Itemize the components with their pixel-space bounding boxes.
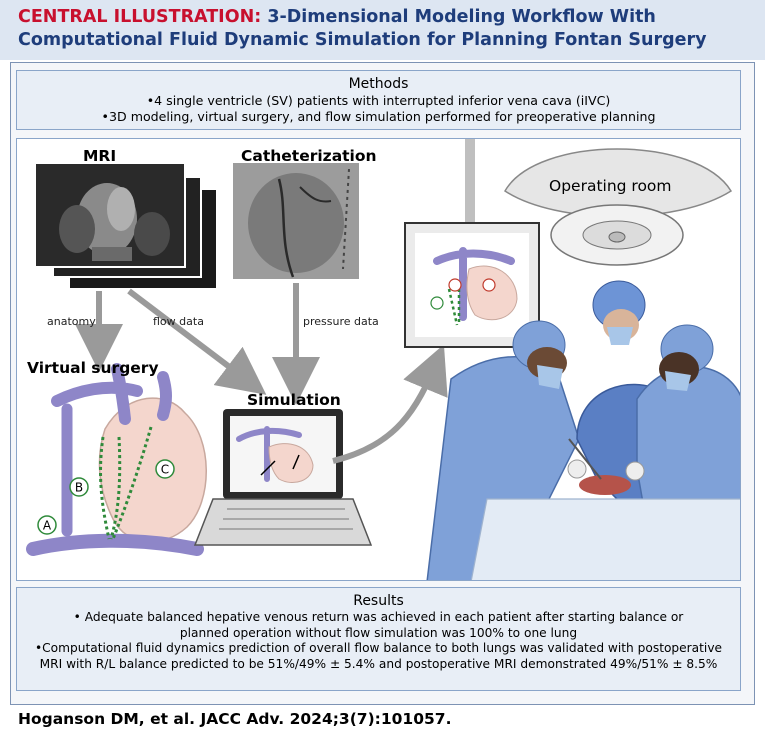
workflow-illustration: A B C [26,139,740,580]
results-line-4: MRI with R/L balance predicted to be 51%… [39,656,718,671]
simulation-label: Simulation [247,391,341,409]
arrow-flow-data [127,288,267,395]
workflow-panel: A B C [16,138,741,581]
marker-b-label: B [75,481,83,495]
methods-box: Methods •4 single ventricle (SV) patient… [16,70,741,130]
virtual-surgery-model [26,363,207,556]
arrow-to-or [332,344,448,464]
marker-b: B [69,477,89,497]
results-line-1: • Adequate balanced hepative venous retu… [73,610,684,624]
marker-c-label: C [161,463,169,477]
results-line-3: •Computational fluid dynamics prediction… [34,641,723,656]
virtual-surgery-label: Virtual surgery [27,359,159,377]
results-line-2: planned operation without flow simulatio… [179,625,578,640]
mri-image-stack [34,162,218,290]
header-line-1: CENTRAL ILLUSTRATION: 3-Dimensional Mode… [18,6,765,29]
catheterization-label: Catheterization [241,147,377,165]
operating-room-label: Operating room [549,177,672,195]
arrow-flow-data-label: flow data [153,315,204,328]
surgical-team [426,280,740,580]
arrow-pressure-data-label: pressure data [303,315,379,328]
methods-bullet-2: •3D modeling, virtual surgery, and flow … [101,109,656,124]
marker-c: C [155,459,175,479]
methods-title: Methods [348,76,409,92]
header-title-line-1: 3-Dimensional Modeling Workflow With [267,7,656,27]
citation: Hoganson DM, et al. JACC Adv. 2024;3(7):… [18,710,452,728]
mri-label: MRI [83,147,117,165]
results-box: Results • Adequate balanced hepative ven… [16,587,741,691]
or-monitor [404,139,540,348]
methods-bullet-1: •4 single ventricle (SV) patients with i… [146,93,611,108]
surgical-light [503,148,733,266]
marker-a: A [37,515,57,535]
laptop [193,409,373,546]
arrow-anatomy-label: anatomy [47,315,96,328]
results-title: Results [353,593,404,609]
header-title-line-2: Computational Fluid Dynamic Simulation f… [18,30,707,50]
catheterization-image [233,163,359,279]
marker-a-label: A [43,519,52,533]
header-banner: CENTRAL ILLUSTRATION: 3-Dimensional Mode… [0,0,765,60]
central-illustration-label: CENTRAL ILLUSTRATION: [18,7,262,27]
